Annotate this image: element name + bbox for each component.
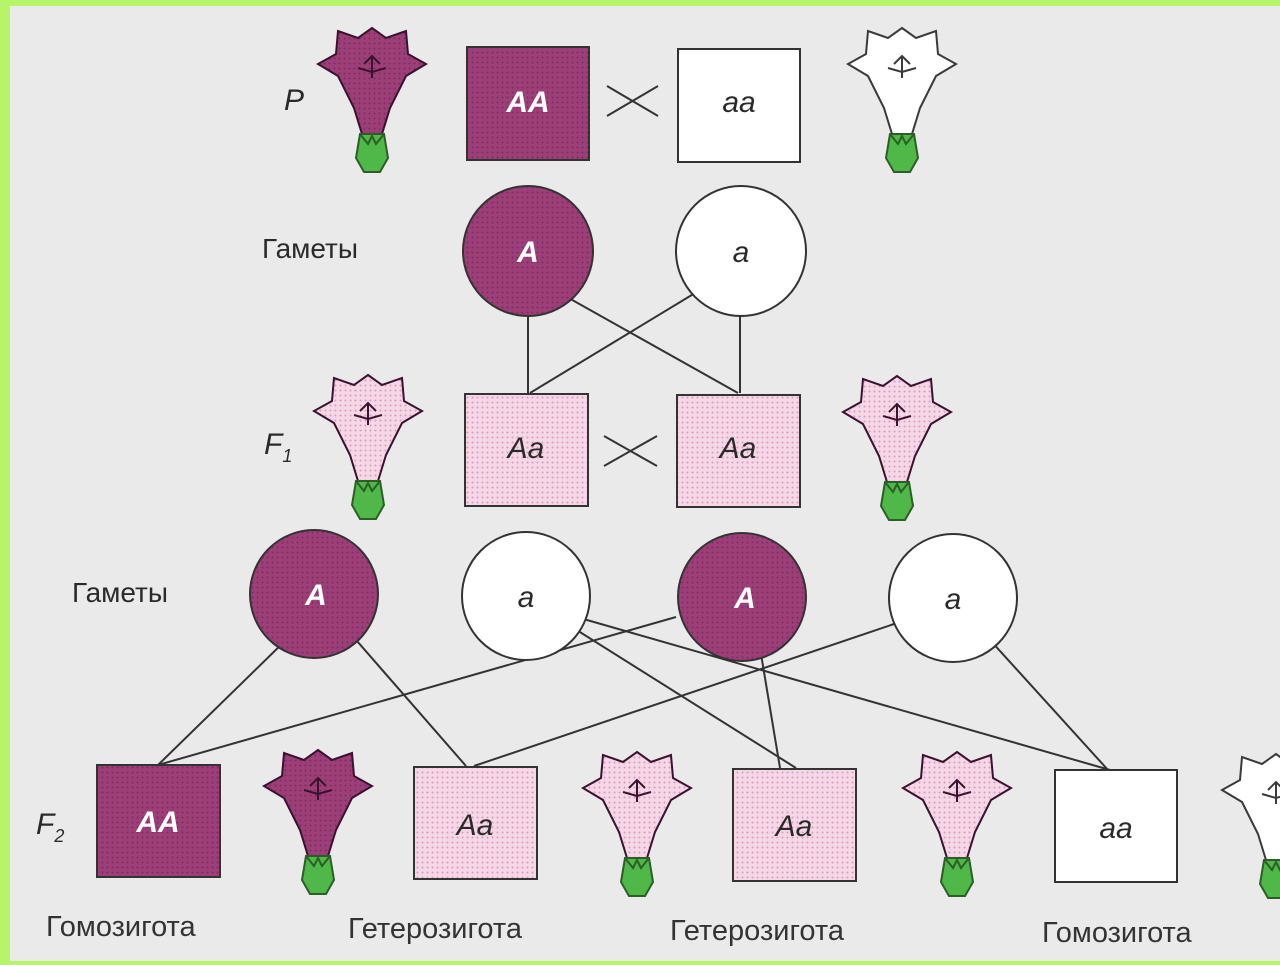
f2-caption-3: Гетерозигота	[670, 915, 845, 947]
gamete-f1-allele-2: a	[518, 581, 535, 614]
f2-genotype-1: AA	[135, 806, 179, 839]
gamete-p-dominant	[462, 185, 594, 317]
gamete-f1-3	[677, 532, 807, 662]
f1-genotype-2: Aa	[718, 432, 757, 465]
f2-box-2	[413, 766, 538, 880]
parent-box-recessive	[677, 48, 801, 163]
cross-symbol-f1	[603, 435, 658, 467]
generation-label-f1: F1	[264, 428, 292, 466]
f2-caption-4: Гомозигота	[1042, 917, 1193, 949]
gamete-p-recessive	[675, 185, 807, 317]
f2-box-3	[732, 768, 857, 882]
parent-genotype-2: aa	[722, 86, 755, 119]
f2-caption-1: Гомозигота	[46, 911, 197, 943]
gamete-f1-allele-3: A	[733, 582, 756, 615]
f1-box-2	[676, 394, 801, 508]
parent-genotype-1: AA	[505, 86, 549, 119]
gamete-f1-1	[249, 529, 379, 659]
connector-lines	[157, 289, 1111, 771]
parent-box-dominant	[466, 46, 590, 161]
gamete-p-allele-1: A	[516, 236, 539, 269]
f2-genotype-3: Aa	[774, 810, 813, 843]
f2-genotype-4: aa	[1099, 812, 1132, 845]
cross-symbol-p	[606, 85, 659, 117]
gamete-f1-2	[461, 531, 591, 661]
f1-box-1	[464, 393, 589, 507]
gamete-f1-4	[888, 533, 1018, 663]
gamete-p-allele-2: a	[733, 236, 750, 269]
generation-label-p: P	[284, 84, 304, 117]
f2-box-4	[1054, 769, 1178, 883]
f2-caption-2: Гетерозигота	[348, 913, 523, 945]
gamete-f1-allele-1: A	[304, 579, 327, 612]
f1-genotype-1: Aa	[506, 432, 545, 465]
generation-label-f2: F2	[36, 808, 64, 846]
f2-genotype-2: Aa	[455, 809, 494, 842]
gametes-label-f1: Гаметы	[72, 577, 168, 608]
f2-box-1	[96, 764, 221, 878]
gametes-label-p: Гаметы	[262, 233, 358, 264]
gamete-f1-allele-4: a	[945, 583, 962, 616]
